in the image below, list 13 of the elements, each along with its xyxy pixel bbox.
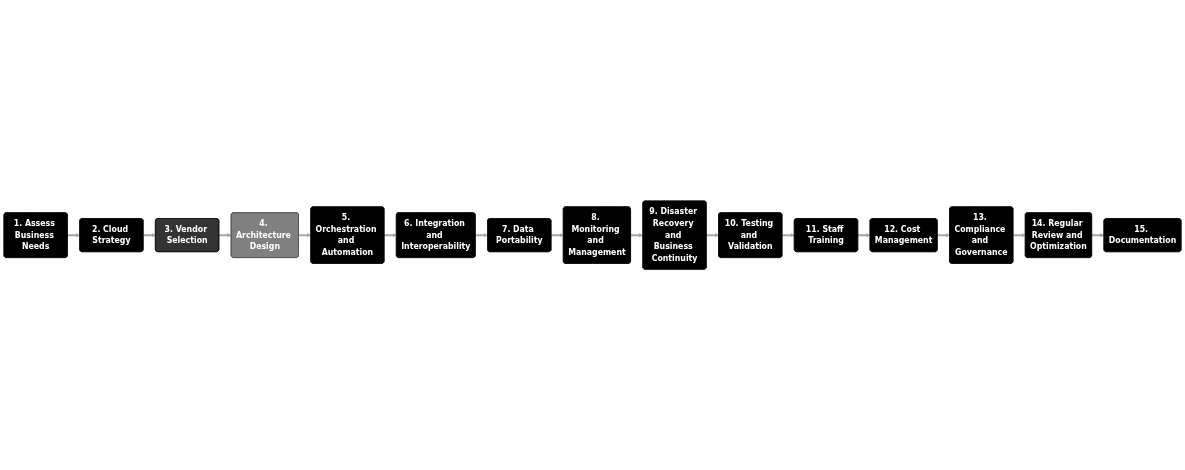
arrow	[1090, 232, 1105, 238]
arrow	[66, 232, 81, 238]
arrow	[936, 232, 950, 238]
arrow	[781, 232, 795, 238]
arrow	[705, 232, 719, 238]
arrow	[629, 232, 644, 238]
arrow	[857, 232, 871, 238]
arrow	[383, 232, 397, 238]
arrow	[297, 232, 312, 238]
arrow	[474, 232, 488, 238]
arrow	[142, 232, 156, 238]
arrow	[550, 232, 564, 238]
arrow	[1012, 232, 1026, 238]
